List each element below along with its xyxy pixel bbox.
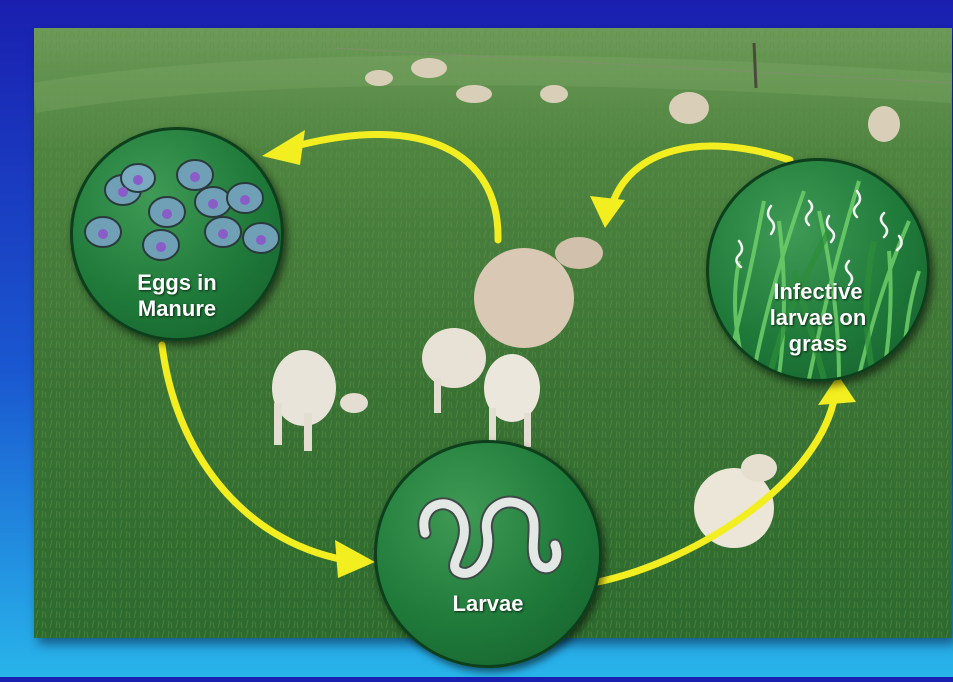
eggs-icon [73, 130, 281, 270]
infective-larvae-node: Infective larvae on grass [706, 158, 930, 382]
larvae-label: Larvae [377, 591, 599, 617]
larvae-node: Larvae [374, 440, 602, 668]
eggs-in-manure-node: Eggs in Manure [70, 127, 284, 341]
arrow-eggs-to-larvae [162, 345, 345, 560]
arrow-larvae-to-infective [598, 395, 835, 582]
arrowhead-center [590, 196, 625, 228]
worm-icon [377, 463, 599, 583]
eggs-label: Eggs in Manure [73, 270, 281, 322]
infective-label: Infective larvae on grass [709, 279, 927, 357]
arrow-to-eggs [300, 134, 498, 240]
arrowhead-larvae [335, 540, 375, 578]
